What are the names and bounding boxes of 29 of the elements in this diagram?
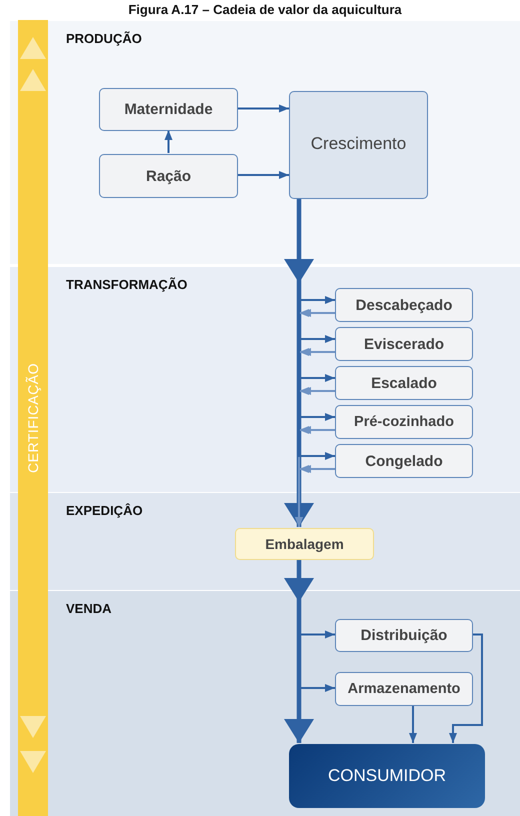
process-box: Ração (99, 154, 238, 198)
process-box: Descabeçado (335, 288, 473, 322)
process-box: Embalagem (235, 528, 374, 560)
arrow (284, 559, 314, 743)
arrow (238, 104, 289, 112)
arrow (238, 171, 289, 179)
process-box: Congelado (335, 444, 473, 478)
process-box: Escalado (335, 366, 473, 400)
stage-heading: VENDA (66, 601, 112, 616)
process-box: Maternidade (99, 88, 238, 131)
arrow (164, 130, 172, 153)
process-box: Eviscerado (335, 327, 473, 361)
process-box: Pré-cozinhado (335, 405, 473, 439)
arrow (409, 705, 417, 743)
stage-heading: EXPEDIÇÂO (66, 503, 143, 518)
stage-band (10, 492, 520, 590)
process-box: Armazenamento (335, 672, 473, 706)
process-box: Distribuição (335, 619, 473, 652)
stage-band (10, 20, 520, 264)
process-box: Crescimento (289, 91, 428, 199)
consumer-box: CONSUMIDOR (289, 744, 485, 808)
arrow (284, 198, 314, 527)
arrow (449, 634, 483, 743)
certification-bar: CERTIFICAÇÃO (18, 20, 48, 816)
stage-band (10, 266, 520, 492)
diagram-title: Figura A.17 – Cadeia de valor da aquicultura (127, 2, 403, 17)
stage-heading: TRANSFORMAÇÃO (66, 277, 188, 292)
stage-band (10, 590, 520, 816)
stage-heading: PRODUÇÃO (66, 31, 142, 46)
